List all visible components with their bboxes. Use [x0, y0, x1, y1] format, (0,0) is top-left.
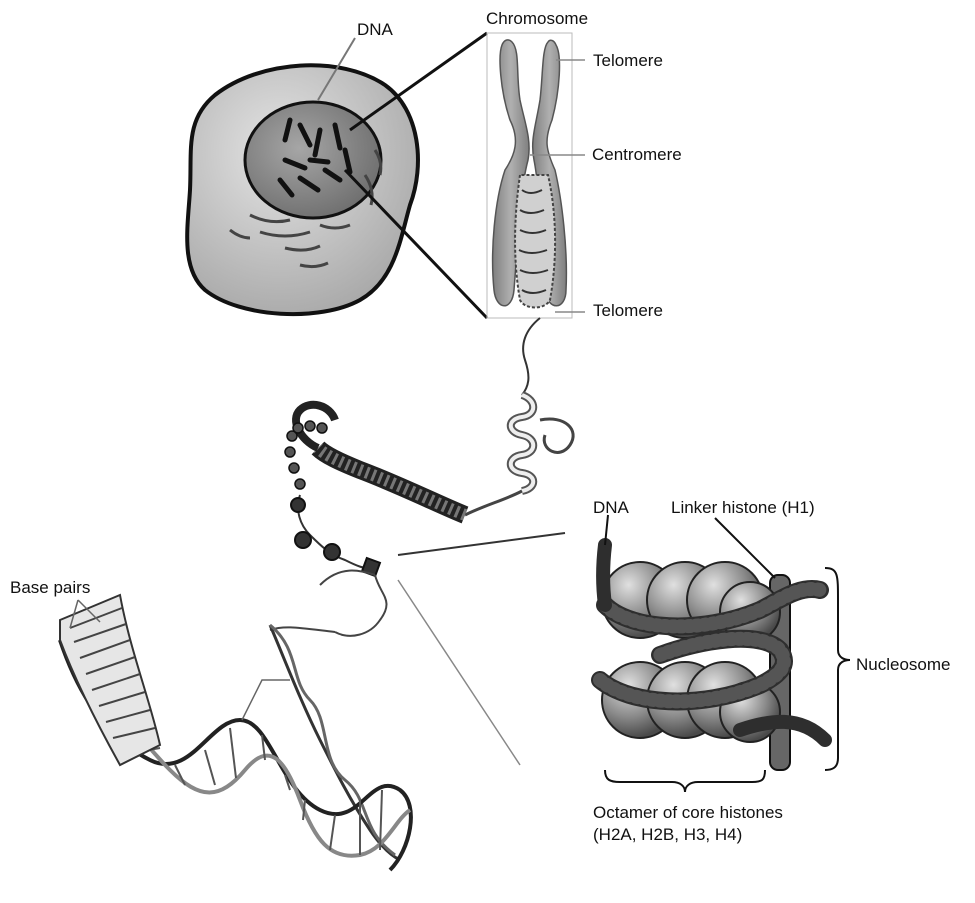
solenoid — [296, 405, 465, 515]
label-nucleosome: Nucleosome — [856, 655, 951, 675]
octamer-brace — [605, 770, 765, 792]
label-linker-histone: Linker histone (H1) — [671, 498, 815, 518]
label-chromosome: Chromosome — [486, 9, 588, 29]
zoom-line-nucleosome — [398, 533, 565, 555]
label-centromere: Centromere — [592, 145, 682, 165]
label-dna-nucleosome: DNA — [593, 498, 629, 518]
label-dna-top: DNA — [357, 20, 393, 40]
zoom-line-nucleosome-lower — [398, 580, 520, 765]
label-telomere-top: Telomere — [593, 51, 663, 71]
chromosome-panel — [487, 33, 585, 318]
label-octamer-line1: Octamer of core histones — [593, 803, 783, 823]
dna-double-helix — [60, 595, 411, 870]
nucleosome-beads — [291, 498, 380, 576]
chromatin-fiber — [270, 318, 573, 636]
cell — [187, 38, 418, 314]
nucleosome-detail — [600, 515, 850, 792]
label-octamer-line2: (H2A, H2B, H3, H4) — [593, 825, 742, 845]
label-telomere-bottom: Telomere — [593, 301, 663, 321]
label-base-pairs: Base pairs — [10, 578, 90, 598]
